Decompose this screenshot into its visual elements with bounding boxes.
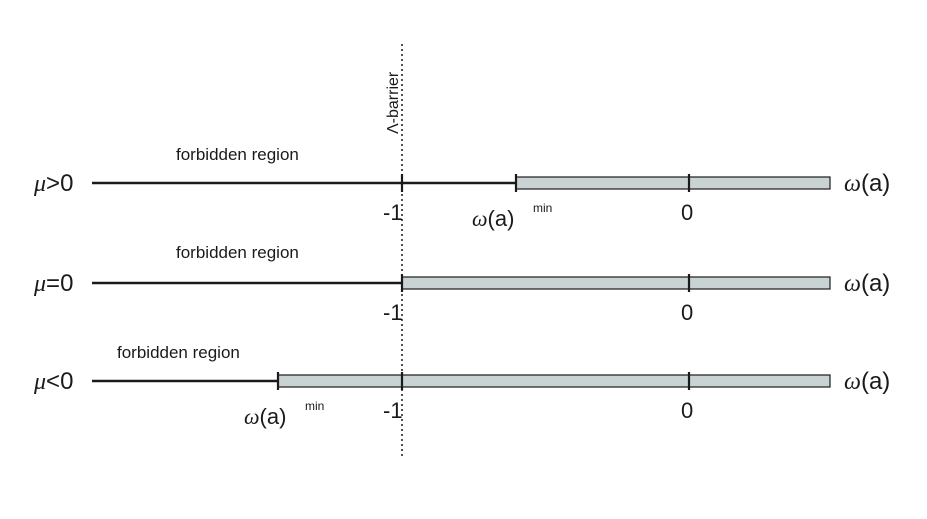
allowed-bar [277,374,831,388]
mu-label: μ>0 [33,170,73,197]
omega-min-sup: min [305,399,324,413]
allowed-bar [401,276,831,290]
mu-label: μ=0 [33,270,73,297]
axis-label: ω(a) [844,170,890,197]
forbidden-label: forbidden region [176,145,299,164]
omega-min-sup: min [533,201,552,215]
tick-zero-label: 0 [681,200,693,225]
omega-min-label: ω(a) [472,206,514,231]
tick-zero-label: 0 [681,300,693,325]
axis-label: ω(a) [844,270,890,297]
mu-label: μ<0 [33,368,73,395]
axis-label: ω(a) [844,368,890,395]
forbidden-label: forbidden region [176,243,299,262]
tick-minus-one-label: -1 [383,398,403,423]
tick-minus-one-label: -1 [383,300,403,325]
allowed-bar [515,176,831,190]
row-mu-positive: forbidden region μ>0 -1 0 ω(a) min ω(a) [33,145,890,231]
row-mu-zero: forbidden region μ=0 -1 0 ω(a) [33,243,890,325]
tick-zero-label: 0 [681,398,693,423]
barrier-label: Λ-barrier [385,71,402,134]
omega-min-label: ω(a) [244,404,286,429]
row-mu-negative: forbidden region μ<0 -1 0 ω(a) min ω(a) [33,343,890,429]
tick-minus-one-label: -1 [383,200,403,225]
forbidden-label: forbidden region [117,343,240,362]
